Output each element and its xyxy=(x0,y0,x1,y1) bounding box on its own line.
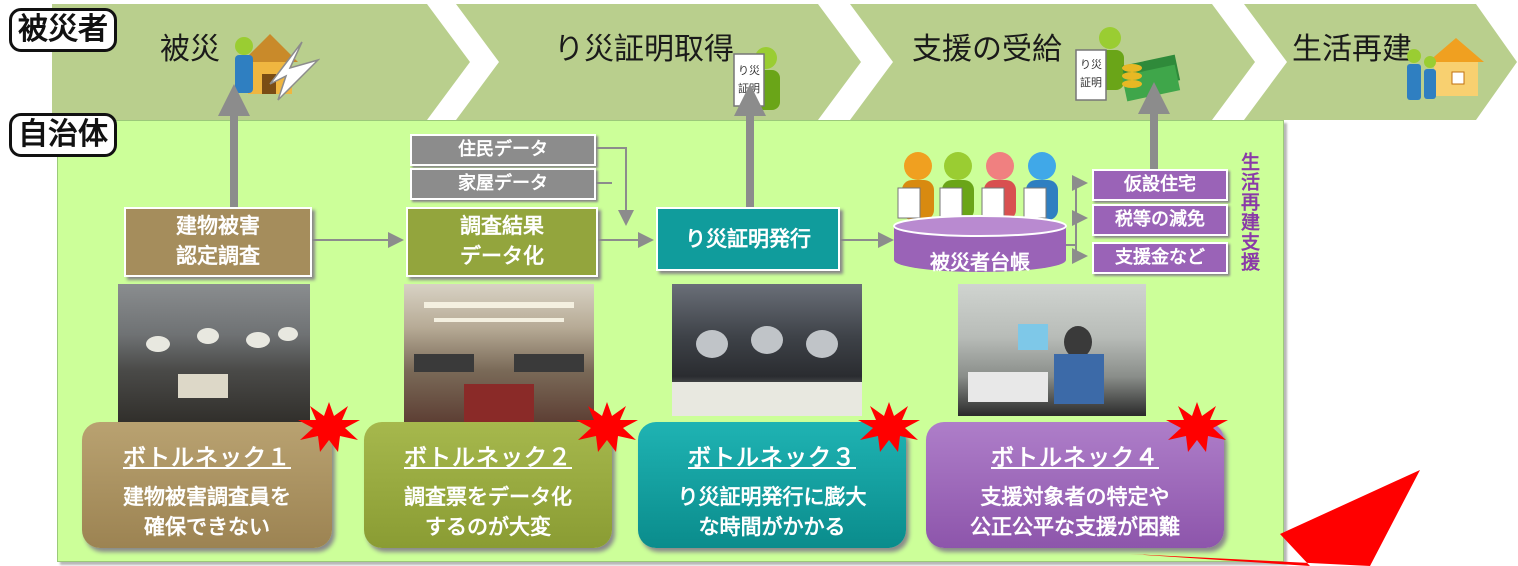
bottleneck-card-4: ボトルネック４ 支援対象者の特定や 公正公平な支援が困難 xyxy=(926,422,1224,548)
people-group-icon xyxy=(897,152,1058,220)
photo-certificate-counter xyxy=(672,284,862,416)
stage-label: 生活再建 xyxy=(1292,32,1412,67)
bottleneck-desc: 支援対象者の特定や 公正公平な支援が困難 xyxy=(970,485,1180,539)
support-item-temporary-housing: 仮設住宅 xyxy=(1092,169,1228,201)
process-certificate-issue: り災証明発行 xyxy=(656,207,840,271)
stage-label: 支援の受給 xyxy=(912,32,1062,67)
resident-data-bar: 住民データ xyxy=(410,134,596,166)
explosion-star-icon xyxy=(858,402,920,452)
bottleneck-title: ボトルネック４ xyxy=(991,445,1159,471)
bottleneck-card-2: ボトルネック２ 調査票をデータ化 するのが大変 xyxy=(364,422,612,548)
bottleneck-desc: り災証明発行に膨大 な時間がかかる xyxy=(677,485,867,539)
explosion-star-icon xyxy=(576,402,638,452)
role-label-victim: 被災者 xyxy=(9,8,117,52)
ledger-label: 被災者台帳 xyxy=(930,250,1030,274)
family-house-icon xyxy=(1407,38,1484,100)
svg-text:り災: り災 xyxy=(1080,58,1102,71)
stage-label: り災証明取得 xyxy=(554,32,734,67)
role-label-municipality: 自治体 xyxy=(9,113,117,157)
bottleneck-desc: 調査票をデータ化 するのが大変 xyxy=(404,485,572,539)
stage-label: 被災 xyxy=(160,32,220,67)
photo-support-consultation xyxy=(958,284,1146,416)
explosion-star-icon xyxy=(1130,470,1420,566)
photo-data-entry-room xyxy=(404,284,594,428)
support-item-tax-reduction: 税等の減免 xyxy=(1092,204,1228,236)
svg-text:り災: り災 xyxy=(738,64,760,77)
bottleneck-desc: 建物被害調査員を 確保できない xyxy=(123,485,291,539)
explosion-star-icon xyxy=(1166,402,1228,452)
explosion-star-icon xyxy=(298,402,360,452)
process-building-damage-survey: 建物被害 認定調査 xyxy=(124,207,312,277)
bottleneck-title: ボトルネック３ xyxy=(688,445,856,471)
house-data-bar: 家屋データ xyxy=(410,168,596,200)
bottleneck-card-3: ボトルネック３ り災証明発行に膨大 な時間がかかる xyxy=(638,422,906,548)
support-item-subsidy: 支援金など xyxy=(1092,242,1228,274)
ledger-cylinder xyxy=(893,215,1067,272)
support-vertical-label: 生活再建支援 xyxy=(1238,152,1260,272)
process-survey-digitize: 調査結果 データ化 xyxy=(406,207,598,277)
process-label: り災証明発行 xyxy=(685,227,811,251)
photo-field-survey xyxy=(118,284,310,428)
process-label: 調査結果 データ化 xyxy=(460,214,544,268)
process-label: 建物被害 認定調査 xyxy=(176,214,260,268)
bottleneck-title: ボトルネック１ xyxy=(123,445,291,471)
bottleneck-title: ボトルネック２ xyxy=(404,445,572,471)
svg-text:証明: 証明 xyxy=(1080,76,1102,89)
bottleneck-card-1: ボトルネック１ 建物被害調査員を 確保できない xyxy=(82,422,332,548)
disaster-house-icon xyxy=(235,34,320,101)
